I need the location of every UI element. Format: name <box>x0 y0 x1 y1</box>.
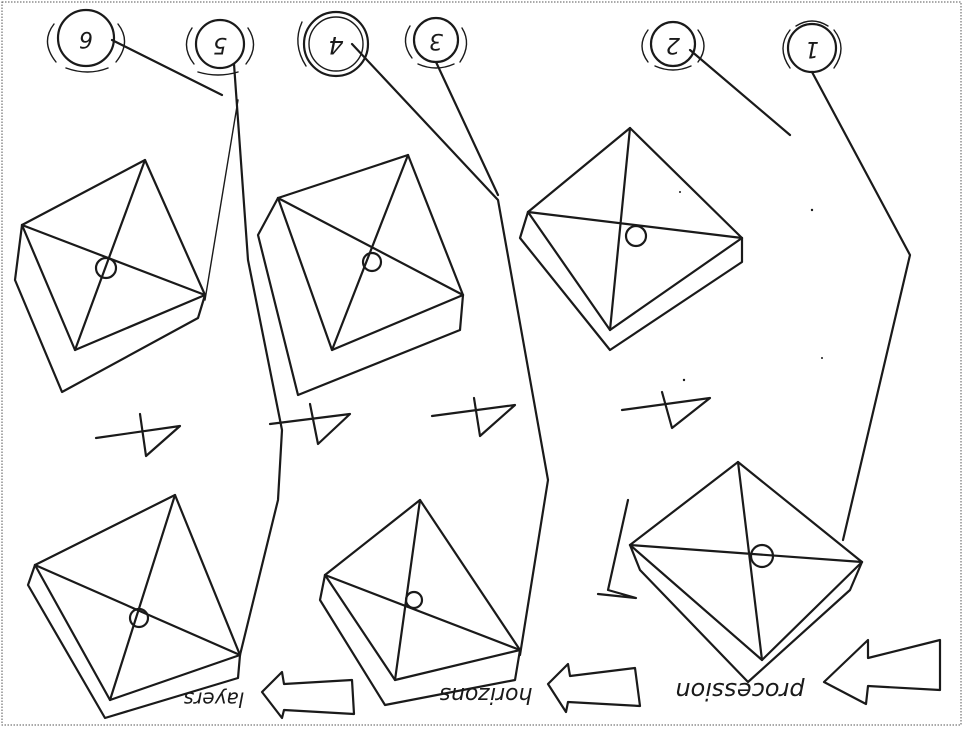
arrow-mid-2 <box>432 398 515 436</box>
diamond-bottom-middle <box>320 500 520 705</box>
step-circle-2: 2 <box>642 22 704 70</box>
diamond-top-middle <box>258 155 463 395</box>
arrow-layers: layers <box>184 672 354 718</box>
step-circle-3: 3 <box>405 18 466 68</box>
step-circle-5: 5 <box>186 20 253 75</box>
label-layers: layers <box>184 688 245 712</box>
step-number-1: 1 <box>805 36 819 61</box>
diamond-bottom-right <box>598 462 862 682</box>
diamond-top-right <box>520 128 742 350</box>
step-number-3: 3 <box>429 28 443 53</box>
ink-specks <box>679 191 823 381</box>
diamond-bottom-left <box>28 495 240 718</box>
step-number-4: 4 <box>328 31 343 59</box>
arrow-procession: procession <box>675 640 940 705</box>
step-number-6: 6 <box>79 26 93 51</box>
leader-lines <box>112 40 910 655</box>
arrow-mid-1 <box>622 392 710 428</box>
diamond-top-left <box>15 160 205 392</box>
label-procession: procession <box>675 677 805 705</box>
label-horizons: horizons <box>440 682 533 707</box>
arrow-mid-4 <box>96 414 180 456</box>
step-number-5: 5 <box>213 32 227 57</box>
step-circle-1: 1 <box>783 21 841 72</box>
step-circle-4: 4 <box>298 12 368 76</box>
step-number-2: 2 <box>666 32 680 57</box>
arrow-horizons: horizons <box>440 664 640 712</box>
